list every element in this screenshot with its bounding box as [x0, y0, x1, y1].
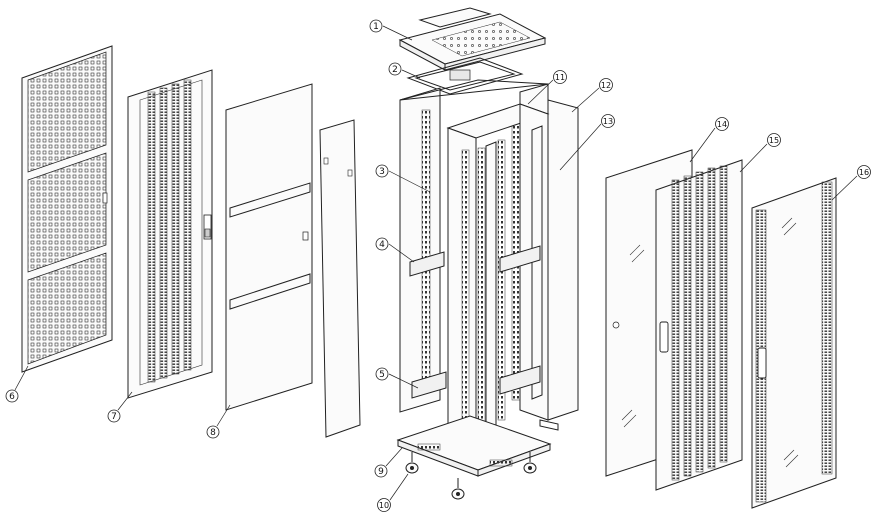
callout-12: 12	[571, 78, 613, 113]
panel-8-side-panel	[225, 83, 313, 411]
callout-14: 14	[689, 117, 729, 163]
callout-9: 9	[374, 447, 403, 478]
part-2-top-frame	[406, 57, 524, 95]
svg-text:7: 7	[111, 412, 117, 422]
callout-2: 2	[388, 62, 421, 79]
part-4-mounting-bracket	[409, 245, 541, 277]
callout-1: 1	[369, 19, 413, 41]
callout-4: 4	[375, 237, 415, 263]
svg-text:6: 6	[9, 392, 15, 402]
callout-11: 11	[527, 70, 567, 105]
part-5-lower-bracket	[411, 365, 541, 399]
svg-text:4: 4	[379, 240, 385, 250]
svg-text:14: 14	[717, 120, 727, 129]
panel-6-perforated-door	[21, 45, 113, 373]
callout-3: 3	[375, 164, 431, 193]
part-9-base	[396, 415, 552, 477]
rack-frame-front-columns	[447, 103, 549, 453]
svg-text:2: 2	[392, 65, 398, 75]
callout-15: 15	[739, 133, 781, 173]
part-15-perforated-door	[655, 159, 743, 491]
svg-text:13: 13	[603, 117, 613, 126]
svg-text:10: 10	[379, 501, 389, 510]
callout-5: 5	[375, 367, 419, 389]
part-1-top-cover	[398, 7, 547, 71]
callout-10: 10	[377, 473, 409, 512]
callout-13: 13	[559, 114, 615, 171]
callout-7: 7	[107, 391, 133, 423]
panel-7-mesh-door	[127, 69, 213, 399]
svg-text:16: 16	[859, 168, 869, 177]
svg-text:15: 15	[769, 136, 779, 145]
callout-8: 8	[206, 404, 231, 439]
svg-text:1: 1	[373, 22, 379, 32]
svg-text:8: 8	[210, 428, 216, 438]
callout-16: 16	[831, 165, 871, 201]
svg-text:5: 5	[379, 370, 385, 380]
callout-6: 6	[5, 365, 29, 403]
svg-text:9: 9	[378, 467, 384, 477]
svg-text:3: 3	[379, 167, 385, 177]
svg-text:11: 11	[555, 73, 565, 82]
part-10-casters	[405, 452, 537, 500]
svg-text:12: 12	[601, 81, 611, 90]
part-16-glass-side-door	[751, 177, 837, 509]
panel-8b-narrow-panel	[319, 119, 361, 438]
callouts: 1 2 3 4 5 6	[5, 19, 871, 512]
